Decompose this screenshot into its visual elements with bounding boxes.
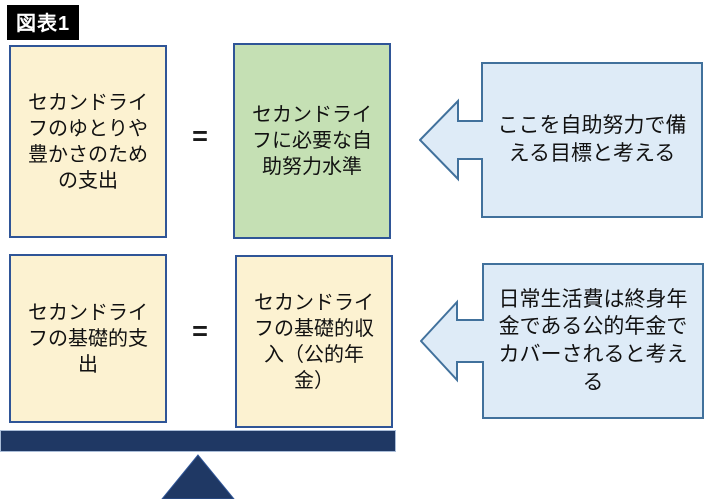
row1-callout-text: ここを自助努力で備える目標と考える [497, 114, 687, 165]
row1-equals-sign: = [192, 120, 208, 151]
row1-center-box: セカンドライフに必要な自助努力水準 [233, 43, 391, 239]
row2-left-arrow-callout-icon [420, 263, 704, 419]
row2-left-box: セカンドライフの基礎的支出 [9, 254, 167, 423]
fulcrum-triangle-icon [161, 454, 235, 499]
figure-label: 図表1 [7, 5, 80, 40]
balance-beam-bar [0, 430, 396, 452]
row2-center-box: セカンドライフの基礎的収入（公的年金） [235, 255, 393, 428]
row2-equals-sign: = [192, 315, 208, 346]
row1-left-arrow-callout-icon [419, 62, 703, 218]
row1-left-box: セカンドライフのゆとりや豊かさのための支出 [9, 45, 167, 238]
row2-callout-text: 日常生活費は終身年金である公的年金でカバーされると考える [498, 287, 688, 394]
